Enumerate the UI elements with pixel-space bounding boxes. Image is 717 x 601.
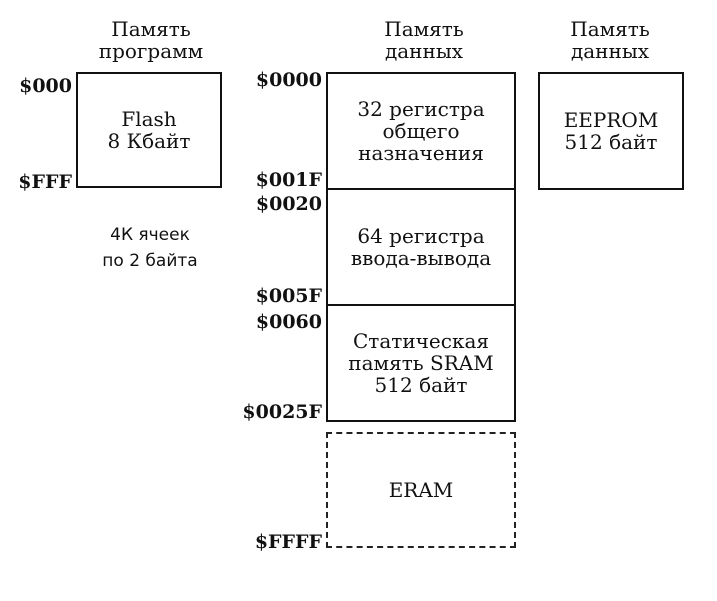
gp-registers-line1: 32 регистра xyxy=(357,97,485,121)
eeprom-memory-header-line2: данных xyxy=(570,39,650,63)
io-registers-addr-end: $005F xyxy=(255,285,322,307)
gp-registers-line3: назначения xyxy=(358,141,484,165)
sram-addr-end: $0025F xyxy=(242,401,322,423)
flash-size: 8 Кбайт xyxy=(107,129,191,153)
program-memory-header-line2: программ xyxy=(98,39,204,63)
data-memory-header-line2: данных xyxy=(384,39,464,63)
flash-cells-note-line1: 4К ячеек xyxy=(110,225,190,245)
io-registers-block: 64 регистра ввода-вывода xyxy=(326,188,516,306)
data-memory-header: Память данных xyxy=(344,18,504,62)
gp-registers-line2: общего xyxy=(382,119,460,143)
sram-block: Статическая память SRAM 512 байт xyxy=(326,304,516,422)
program-memory-header: Память программ xyxy=(78,18,224,62)
flash-label: Flash xyxy=(121,107,177,131)
flash-block: Flash 8 Кбайт xyxy=(76,72,222,188)
gp-registers-addr-end: $001F xyxy=(255,169,322,191)
flash-cells-note: 4К ячеек по 2 байта xyxy=(70,222,230,274)
sram-line3: 512 байт xyxy=(374,373,468,397)
gp-registers-block: 32 регистра общего назначения xyxy=(326,72,516,190)
eeprom-label: EEPROM xyxy=(563,108,659,132)
sram-addr-start: $0060 xyxy=(255,311,322,333)
gp-registers-addr-start: $0000 xyxy=(255,69,322,91)
sram-line2: память SRAM xyxy=(348,351,494,375)
sram-line1: Статическая xyxy=(353,329,489,353)
io-registers-addr-start: $0020 xyxy=(255,193,322,215)
io-registers-line1: 64 регистра xyxy=(357,224,485,248)
data-memory-header-line1: Память xyxy=(384,17,464,41)
io-registers-line2: ввода-вывода xyxy=(350,246,492,270)
eram-block: ERAM xyxy=(326,432,516,548)
flash-cells-note-line2: по 2 байта xyxy=(102,251,198,271)
eram-addr-end: $FFFF xyxy=(254,531,322,553)
eeprom-memory-header-line1: Память xyxy=(570,17,650,41)
program-addr-start: $000 xyxy=(19,75,72,97)
program-addr-end: $FFF xyxy=(18,171,72,193)
eeprom-size: 512 байт xyxy=(564,130,658,154)
program-memory-header-line1: Память xyxy=(111,17,191,41)
eram-label: ERAM xyxy=(388,478,454,502)
eeprom-memory-header: Память данных xyxy=(536,18,684,62)
eeprom-block: EEPROM 512 байт xyxy=(538,72,684,190)
